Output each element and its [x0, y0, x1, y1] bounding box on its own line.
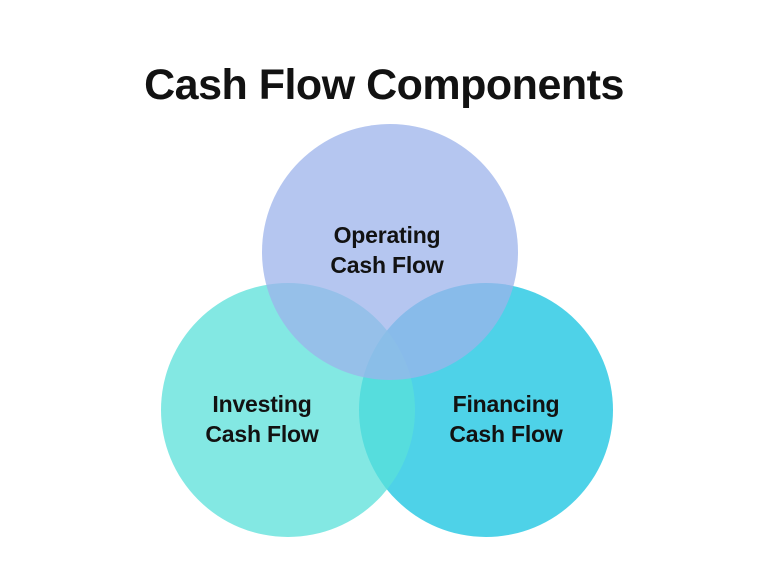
- investing-label-line1: Investing: [212, 391, 312, 417]
- financing-label-line1: Financing: [452, 391, 560, 417]
- financing-cash-flow-label: Financing Cash Flow: [449, 389, 562, 449]
- operating-label-line1: Operating: [333, 222, 441, 248]
- operating-label-line2: Cash Flow: [330, 252, 444, 278]
- investing-label-line2: Cash Flow: [205, 421, 319, 447]
- operating-cash-flow-label: Operating Cash Flow: [330, 220, 443, 280]
- page-title: Cash Flow Components: [144, 61, 624, 109]
- financing-label-line2: Cash Flow: [449, 421, 563, 447]
- investing-cash-flow-label: Investing Cash Flow: [205, 389, 318, 449]
- operating-circle: [262, 124, 518, 380]
